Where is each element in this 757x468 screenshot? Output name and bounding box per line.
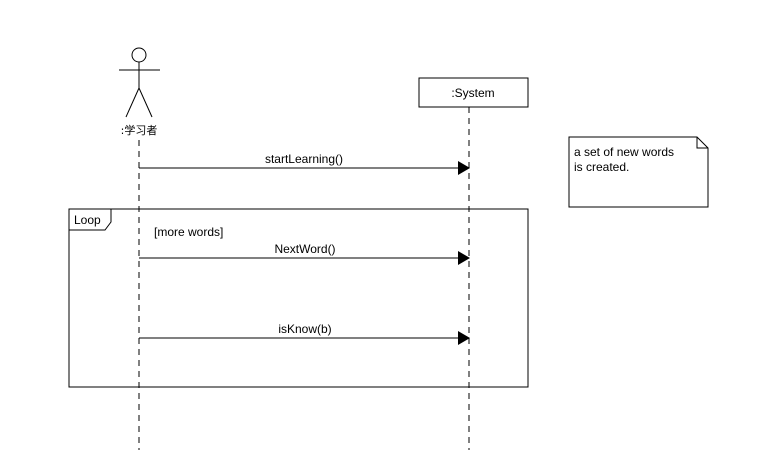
message-label-next-word: NextWord() (274, 242, 335, 256)
arrowhead-icon (458, 161, 470, 175)
arrowhead-icon (458, 331, 470, 345)
system-object-label: :System (451, 86, 494, 100)
actor-figure-icon (119, 47, 160, 118)
loop-fragment-label: Loop (74, 213, 101, 227)
note-folded-corner-icon (696, 137, 708, 149)
note-box (568, 136, 709, 208)
arrowhead-icon (458, 251, 470, 265)
message-label-start-learning: startLearning() (265, 152, 343, 166)
loop-fragment-frame (68, 208, 529, 388)
message-label-is-know: isKnow(b) (278, 322, 331, 336)
system-object-box (418, 77, 529, 108)
note-text-line1: a set of new words (574, 145, 674, 159)
actor-label: :学习者 (121, 123, 158, 137)
note-text-line2: is created. (574, 160, 629, 174)
loop-guard-condition: [more words] (154, 225, 223, 239)
loop-fragment-tab (69, 209, 112, 231)
